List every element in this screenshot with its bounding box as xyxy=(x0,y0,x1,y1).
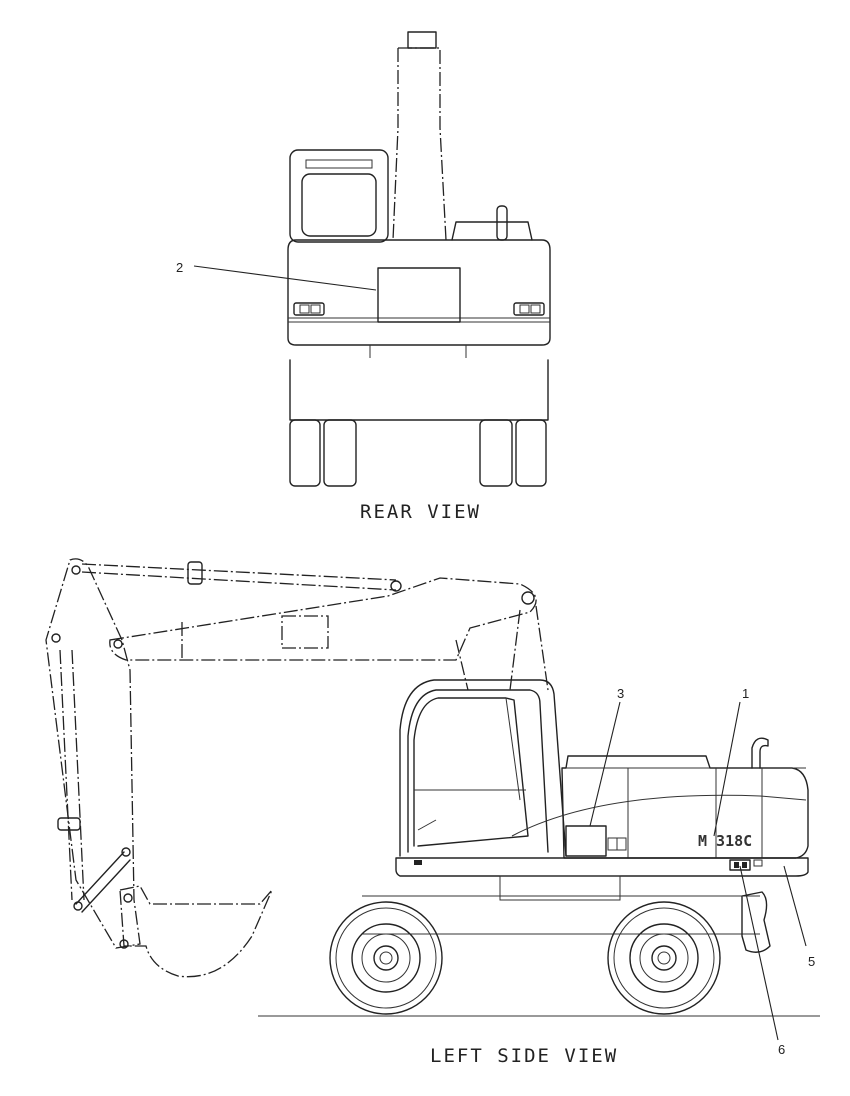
model-badge: M 318C xyxy=(698,832,752,850)
leader-2 xyxy=(193,265,377,291)
side-upper-structure xyxy=(511,737,809,859)
side-decal-6 xyxy=(729,859,751,871)
callout-1: 1 xyxy=(742,686,749,701)
side-decal-3-panel xyxy=(565,825,607,857)
rear-view: 2 REAR VIEW xyxy=(176,31,551,523)
callout-3: 3 xyxy=(617,686,624,701)
rear-undercarriage xyxy=(289,345,549,487)
callout-5: 5 xyxy=(808,954,815,969)
rear-counterweight xyxy=(287,239,551,346)
callout-6: 6 xyxy=(778,1042,785,1057)
leader-6 xyxy=(739,865,779,1041)
stick-cylinder xyxy=(81,561,397,591)
rear-cab xyxy=(289,149,389,243)
boom xyxy=(109,577,549,691)
left-side-view: M 318C xyxy=(45,558,820,1067)
leader-3 xyxy=(589,701,621,827)
rear-view-caption: REAR VIEW xyxy=(360,501,481,523)
rear-wheel xyxy=(607,901,721,1015)
bucket xyxy=(119,885,273,978)
front-wheel xyxy=(329,901,443,1015)
rear-stabilizer xyxy=(741,891,771,953)
rear-exhaust-stack xyxy=(392,31,447,241)
side-frame xyxy=(362,857,809,935)
side-cab xyxy=(399,679,567,857)
rear-engine-hood xyxy=(451,205,533,241)
left-side-view-caption: LEFT SIDE VIEW xyxy=(430,1045,618,1067)
leader-1 xyxy=(713,701,741,837)
stick xyxy=(45,558,141,949)
rear-decal-2 xyxy=(377,267,461,323)
callout-2: 2 xyxy=(176,260,183,275)
leader-5 xyxy=(783,865,807,947)
